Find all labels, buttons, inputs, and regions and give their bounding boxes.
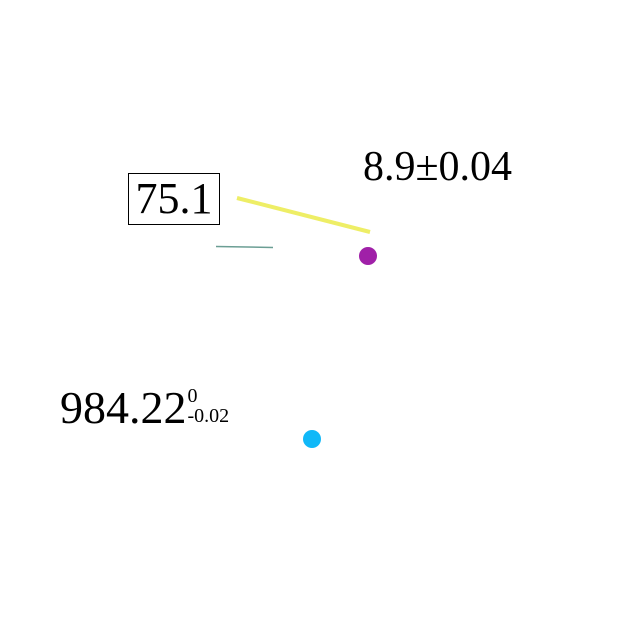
tolerance-lower-text: -0.02 (187, 405, 230, 427)
boxed-value-text: 75.1 (135, 174, 213, 223)
yellow-leader-line (236, 196, 371, 234)
boxed-value-label: 75.1 (128, 173, 220, 225)
plus-minus-value-label: 8.9±0.04 (363, 144, 513, 190)
tolerance-main-text: 984.22 (60, 382, 187, 433)
purple-dot (359, 247, 377, 265)
tolerance-value-label: 984.22 0 -0.02 (60, 385, 229, 431)
tolerance-upper-text: 0 (187, 385, 198, 407)
cyan-dot (303, 430, 321, 448)
teal-short-line (215, 245, 274, 249)
tolerance-stack: 0 -0.02 (188, 386, 230, 426)
